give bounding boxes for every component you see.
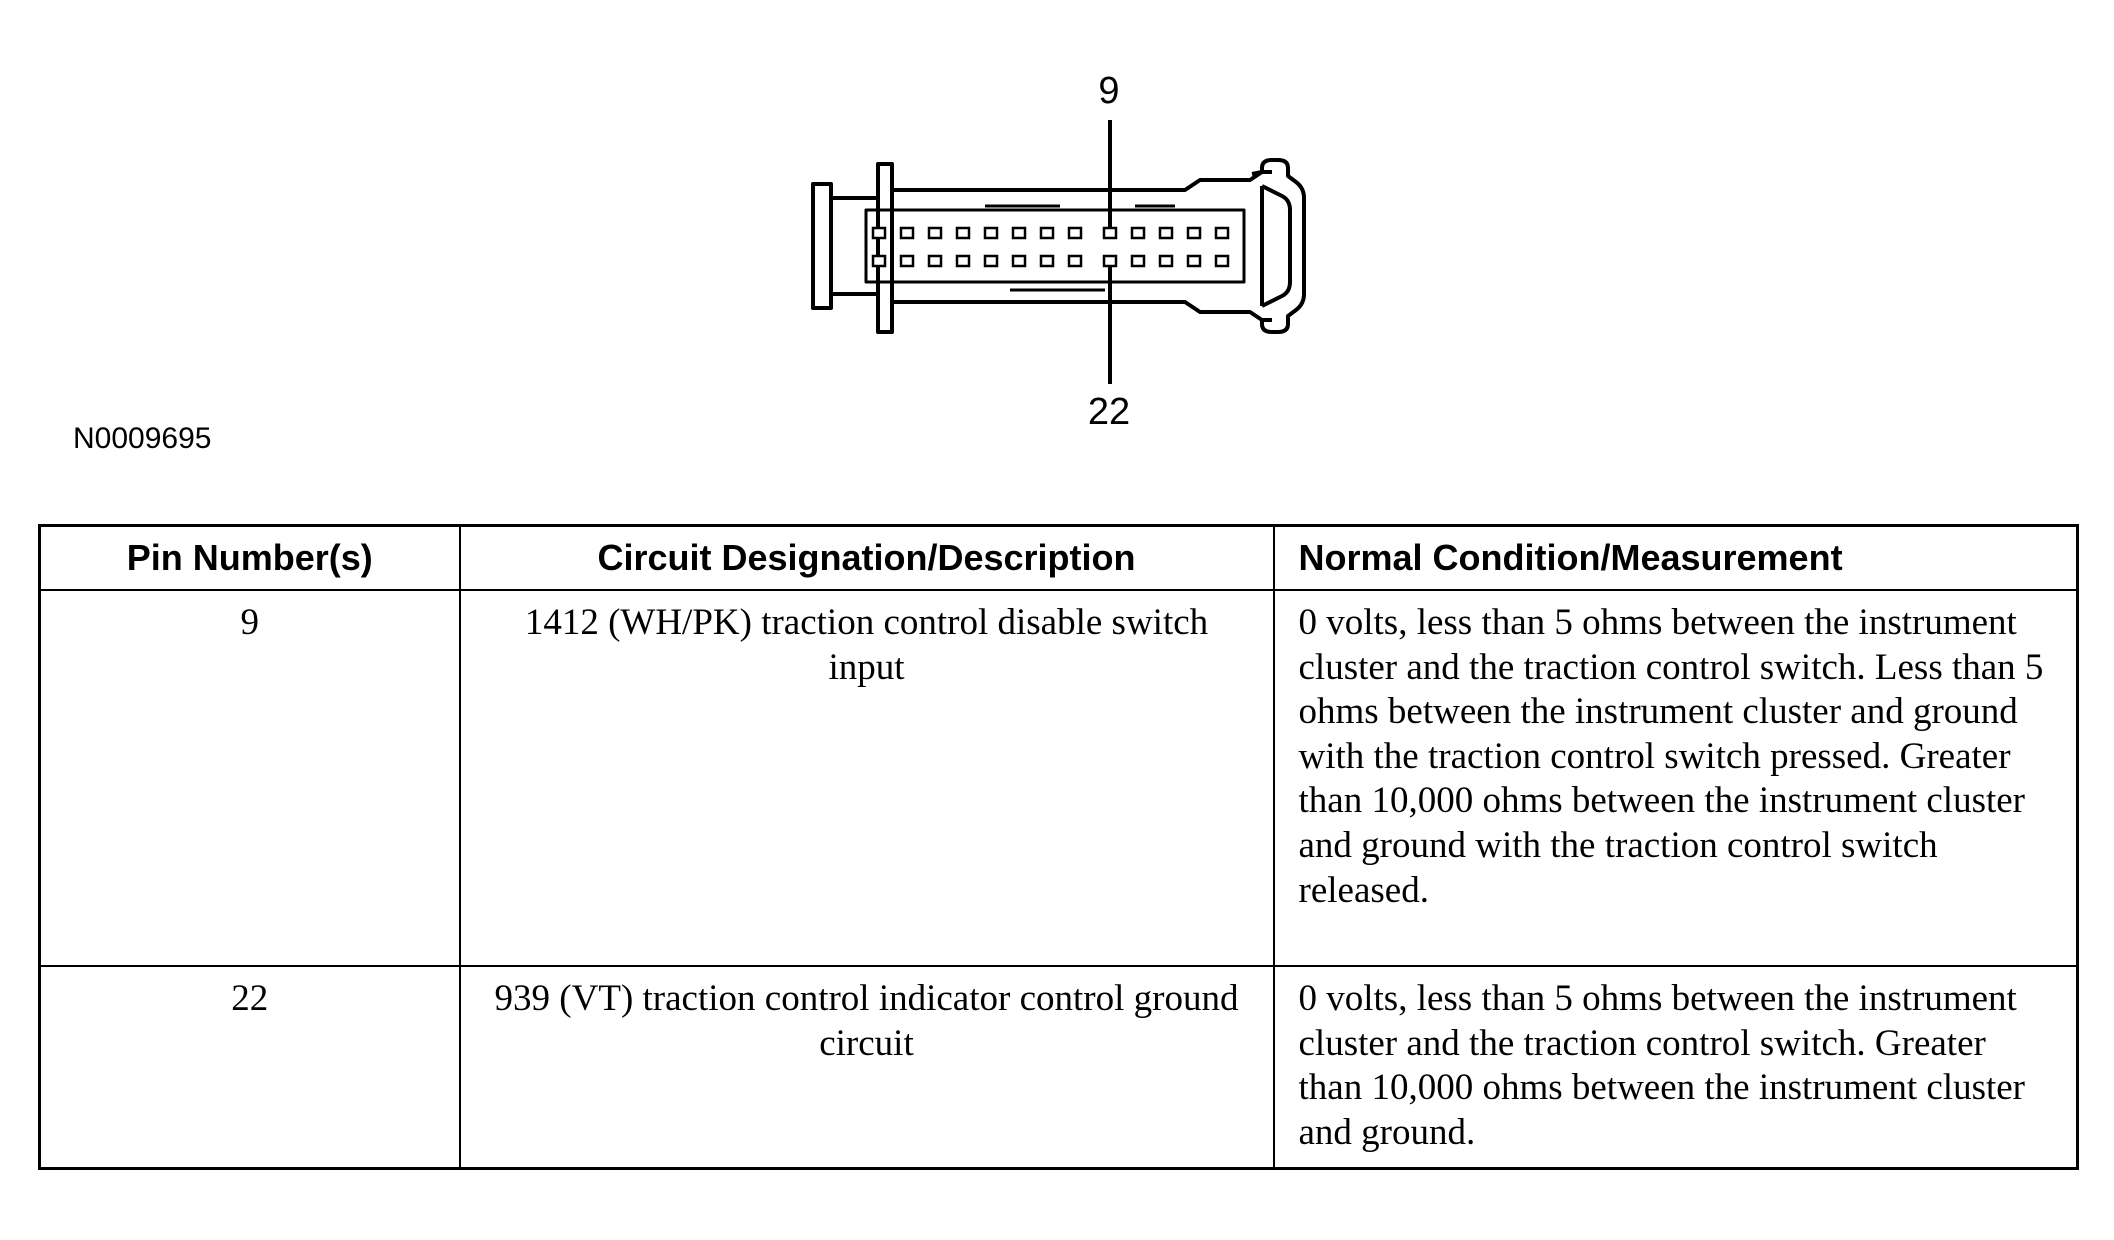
connector-body-outline [892, 170, 1272, 192]
pin [1214, 254, 1230, 268]
header-normal-condition: Normal Condition/Measurement [1272, 524, 2079, 591]
pin [1130, 226, 1146, 240]
pin [1158, 254, 1174, 268]
pin [955, 254, 971, 268]
pin [1039, 226, 1055, 240]
table-row: 22 939 (VT) traction control indicator c… [38, 965, 2079, 1170]
pin [1130, 254, 1146, 268]
pin [1158, 226, 1174, 240]
pin [983, 226, 999, 240]
pin [983, 254, 999, 268]
header-circuit-description: Circuit Designation/Description [458, 524, 1275, 591]
pin [899, 254, 915, 268]
callout-pin-9: 9 [1098, 70, 1120, 112]
pin [955, 226, 971, 240]
figure-id: N0009695 [73, 422, 212, 455]
cell-circuit-description: 1412 (WH/PK) traction control disable sw… [458, 589, 1275, 967]
pin [871, 226, 887, 240]
pin [1186, 254, 1202, 268]
connector-diagram [811, 120, 1306, 384]
connector-end-cap [1251, 158, 1306, 334]
cell-normal-condition: 0 volts, less than 5 ohms between the in… [1272, 589, 2079, 967]
cell-circuit-description: 939 (VT) traction control indicator cont… [458, 965, 1275, 1170]
pin-table: Pin Number(s) Circuit Designation/Descri… [38, 524, 2079, 1171]
cell-pin-number: 9 [38, 589, 461, 967]
pin [1067, 254, 1083, 268]
pin-row-bottom [871, 254, 1230, 268]
connector-rear-latch [811, 182, 833, 310]
table-header-row: Pin Number(s) Circuit Designation/Descri… [38, 524, 2079, 591]
pin [899, 226, 915, 240]
connector-lock-tab [876, 162, 894, 334]
pin-22 [1102, 254, 1118, 268]
pin [927, 254, 943, 268]
pin [927, 226, 943, 240]
pin [1011, 254, 1027, 268]
pin [1011, 226, 1027, 240]
pin-cavity-frame [864, 208, 1246, 284]
pin [1214, 226, 1230, 240]
pin [1067, 226, 1083, 240]
table-row: 9 1412 (WH/PK) traction control disable … [38, 589, 2079, 967]
cell-pin-number: 22 [38, 965, 461, 1170]
pin [1039, 254, 1055, 268]
header-pin-number: Pin Number(s) [38, 524, 461, 591]
pin-row-top [871, 226, 1230, 240]
pin [1186, 226, 1202, 240]
pin [871, 254, 887, 268]
callout-pin-22: 22 [1087, 391, 1131, 433]
pin-9 [1102, 226, 1118, 240]
cell-normal-condition: 0 volts, less than 5 ohms between the in… [1272, 965, 2079, 1170]
